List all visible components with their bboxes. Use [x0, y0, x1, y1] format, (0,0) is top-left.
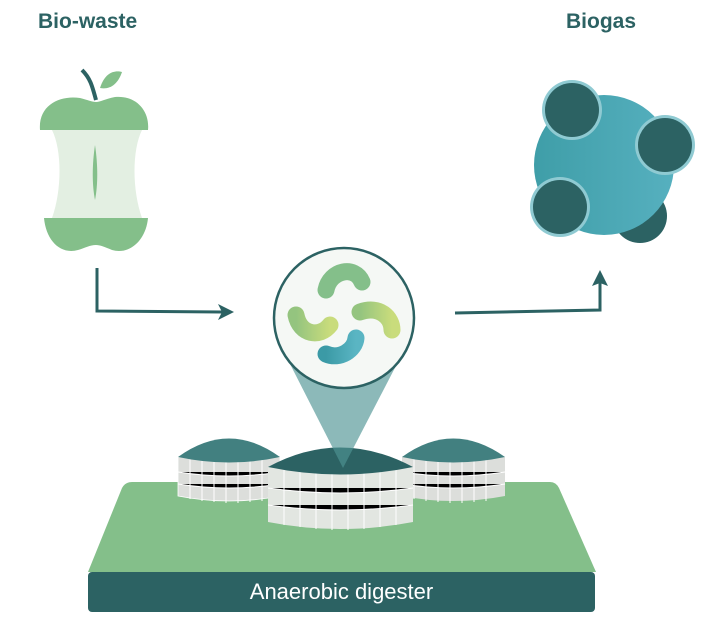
arrow-to-digester: [95, 268, 223, 314]
digester-tank-left: [177, 438, 281, 503]
bio-waste-title: Bio-waste: [38, 10, 138, 33]
biogas-title: Biogas: [566, 10, 637, 33]
arrow-to-biogas: [454, 282, 602, 315]
digester-tank-right: [401, 438, 506, 503]
digester-label-bar: [88, 572, 595, 612]
apple-core-icon: [39, 68, 149, 251]
arrowhead-right-icon: [218, 304, 234, 320]
microbe-magnifier: [272, 246, 416, 390]
arrowhead-up-icon: [592, 270, 608, 286]
digester-label: Anaerobic digester: [249, 579, 434, 604]
magnifier-cone: [288, 360, 399, 468]
biogas-molecule-icon: [530, 80, 695, 243]
microbes-icon: [287, 263, 401, 365]
